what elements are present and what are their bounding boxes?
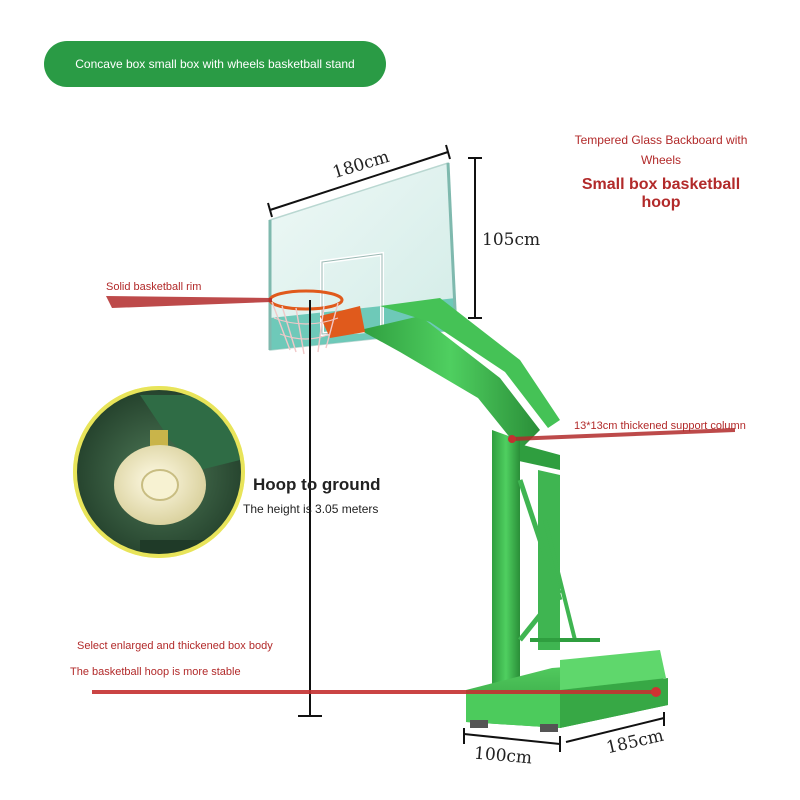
hoop-height-detail: The height is 3.05 meters (243, 502, 379, 516)
product-subtitle-line1: Tempered Glass Backboard with (574, 133, 748, 147)
hoop-height-title: Hoop to ground (253, 475, 381, 494)
product-headline: Small box basketball hoop (581, 176, 741, 211)
product-subtitle: Tempered Glass Backboard with Wheels (566, 130, 756, 170)
support-column (492, 430, 600, 700)
backboard-height-label: 105cm (482, 230, 541, 250)
header-title-pill: Concave box small box with wheels basket… (44, 41, 386, 87)
stability-callout: The basketball hoop is more stable (70, 666, 241, 678)
product-subtitle-line2: Wheels (640, 153, 681, 167)
wheel-closeup-inset (73, 386, 245, 558)
column-callout: 13*13cm thickened support column (574, 420, 746, 432)
support-arm (360, 298, 560, 470)
dimension-lines (267, 144, 665, 752)
header-title: Concave box small box with wheels basket… (75, 57, 355, 71)
rim-callout: Solid basketball rim (106, 281, 202, 293)
box-body-callout: Select enlarged and thickened box body (77, 640, 273, 652)
callout-lines (92, 296, 735, 697)
